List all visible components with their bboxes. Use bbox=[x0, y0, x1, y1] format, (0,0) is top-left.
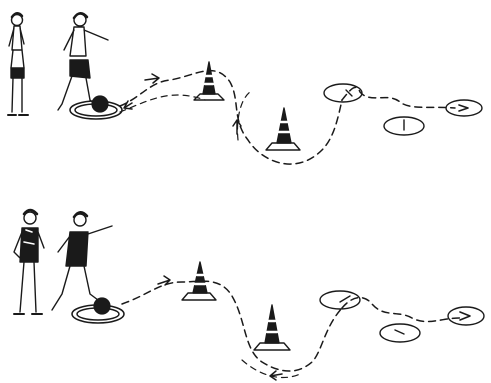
hoop-marker-icon bbox=[448, 307, 484, 325]
dribble-path bbox=[122, 281, 342, 371]
top-drill bbox=[8, 13, 482, 164]
person-icon bbox=[8, 13, 28, 115]
ball-icon bbox=[92, 96, 108, 112]
arrow-icon bbox=[145, 74, 159, 83]
return-path bbox=[120, 95, 205, 112]
dribble-path bbox=[120, 71, 342, 164]
hoop-marker-icon bbox=[320, 291, 360, 309]
arrow-icon bbox=[270, 371, 282, 380]
cone-icon bbox=[182, 262, 216, 300]
ball-icon bbox=[94, 298, 110, 314]
hoop-marker-icon bbox=[380, 324, 420, 342]
person-icon bbox=[14, 210, 44, 314]
cone-icon bbox=[254, 305, 290, 350]
hoop-marker-icon bbox=[384, 117, 424, 135]
cone-icon bbox=[266, 108, 300, 150]
bottom-drill bbox=[14, 210, 484, 380]
cone-icon bbox=[194, 62, 224, 100]
person-icon bbox=[52, 212, 112, 310]
